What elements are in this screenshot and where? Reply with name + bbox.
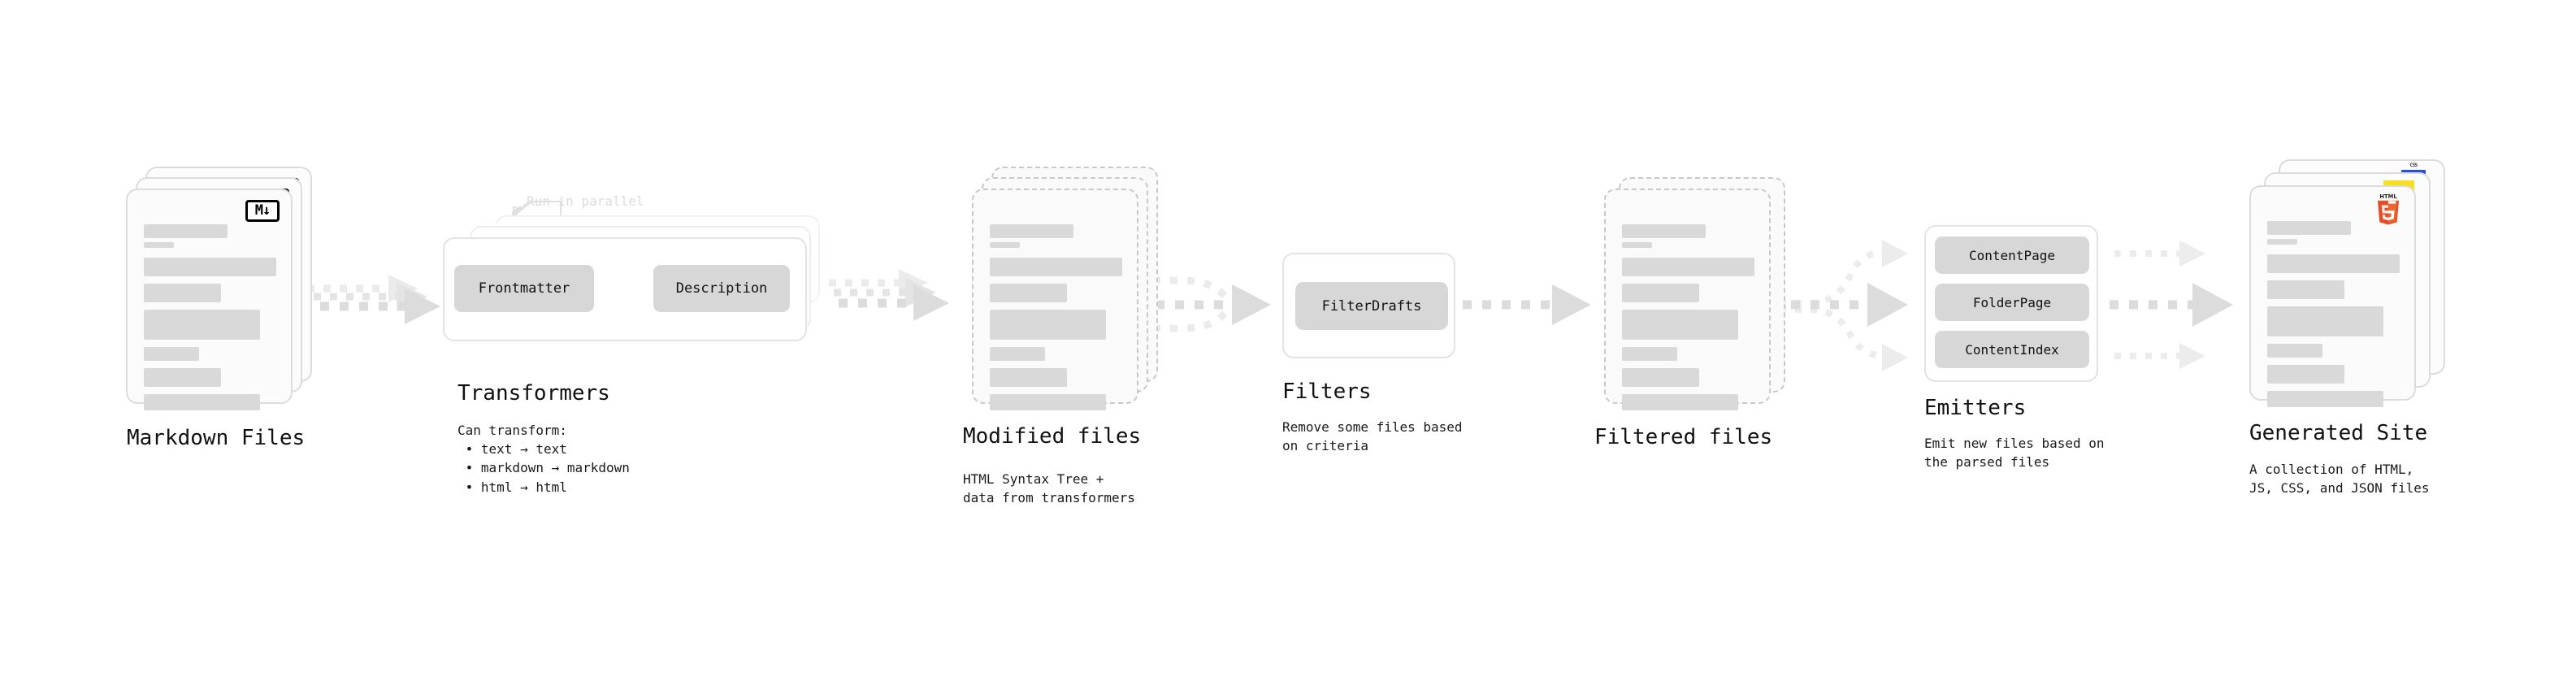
skeleton-bar	[1622, 258, 1754, 276]
stage-title-filters: Filters	[1282, 380, 1372, 404]
filtered-card-front	[1604, 189, 1771, 410]
skeleton-bar	[990, 284, 1067, 302]
skeleton-bar	[990, 394, 1107, 410]
skeleton-bar	[2267, 344, 2323, 358]
skeleton-bar	[2267, 254, 2400, 273]
skeleton-bar	[1622, 368, 1699, 387]
stage-title-markdown-files: Markdown Files	[127, 426, 306, 450]
connector-transformers-to-modified	[829, 269, 949, 321]
skeleton-bars	[990, 224, 1122, 410]
emitters-group: ContentPage FolderPage ContentIndex	[1924, 225, 2098, 382]
skeleton-bar	[1622, 242, 1653, 248]
skeleton-bar	[2267, 239, 2298, 245]
skeleton-bar	[1622, 347, 1678, 361]
skeleton-bar	[144, 284, 221, 302]
skeleton-bar	[144, 258, 276, 276]
skeleton-bar	[2267, 306, 2384, 336]
emitter-pill-contentindex[interactable]: ContentIndex	[1935, 331, 2089, 368]
transformer-pill-frontmatter[interactable]: Frontmatter	[454, 265, 594, 312]
skeleton-bar	[2267, 391, 2384, 407]
skeleton-bar	[990, 347, 1046, 361]
stage-desc-modified-files: HTML Syntax Tree + data from transformer…	[963, 471, 1135, 506]
svg-text:HTML: HTML	[2379, 193, 2397, 200]
connector-emitters-to-site	[2110, 241, 2233, 369]
filter-pill-filterdrafts[interactable]: FilterDrafts	[1295, 282, 1448, 330]
skeleton-bar	[1622, 394, 1739, 410]
skeleton-bar	[2267, 221, 2351, 235]
skeleton-bar	[144, 310, 261, 340]
connector-markdown-to-transformers	[307, 275, 440, 324]
skeleton-bar	[1622, 224, 1706, 238]
skeleton-bar	[144, 368, 221, 387]
skeleton-bar	[990, 258, 1122, 276]
html5-logo-icon: HTML	[2374, 193, 2403, 229]
skeleton-bar	[2267, 280, 2344, 299]
stage-title-emitters: Emitters	[1924, 396, 2027, 420]
skeleton-bars	[144, 224, 276, 410]
emitter-pill-folderpage[interactable]: FolderPage	[1935, 284, 2089, 321]
stage-desc-emitters: Emit new files based on the parsed files	[1924, 436, 2105, 471]
connector-filters-to-filtered	[1463, 284, 1591, 325]
markdown-badge-icon: M↓	[245, 200, 280, 222]
skeleton-bar	[144, 347, 200, 361]
skeleton-bar	[990, 242, 1021, 248]
run-in-parallel-label: Run in parallel	[527, 193, 644, 209]
skeleton-bars	[1622, 224, 1754, 410]
stage-title-filtered-files: Filtered files	[1594, 425, 1773, 449]
skeleton-bar	[144, 224, 228, 238]
stage-title-modified-files: Modified files	[963, 424, 1142, 449]
transformer-pill-description[interactable]: Description	[653, 265, 790, 312]
skeleton-bar	[990, 368, 1067, 387]
stage-desc-generated-site: A collection of HTML, JS, CSS, and JSON …	[2249, 462, 2430, 497]
skeleton-bar	[144, 242, 175, 248]
skeleton-bars	[2267, 221, 2400, 407]
site-card-front-html: HTML	[2249, 185, 2416, 407]
markdown-card-front: M↓	[126, 189, 293, 410]
emitter-pill-contentpage[interactable]: ContentPage	[1935, 236, 2089, 274]
skeleton-bar	[1622, 310, 1739, 340]
stage-title-generated-site: Generated Site	[2249, 421, 2428, 445]
skeleton-bar	[1622, 284, 1699, 302]
stage-desc-transformers: Can transform: • text → text • markdown …	[458, 423, 630, 495]
stage-desc-filters: Remove some files based on criteria	[1282, 419, 1463, 454]
connector-filtered-to-emitters	[1772, 240, 1908, 371]
skeleton-bar	[2267, 365, 2344, 384]
modified-card-front	[972, 189, 1138, 410]
filters-group: FilterDrafts	[1282, 253, 1455, 358]
skeleton-bar	[990, 310, 1107, 340]
skeleton-bar	[144, 394, 261, 410]
stage-title-transformers: Transformers	[458, 381, 610, 406]
skeleton-bar	[990, 224, 1073, 238]
transformer-group-front: Frontmatter Description	[443, 237, 807, 341]
